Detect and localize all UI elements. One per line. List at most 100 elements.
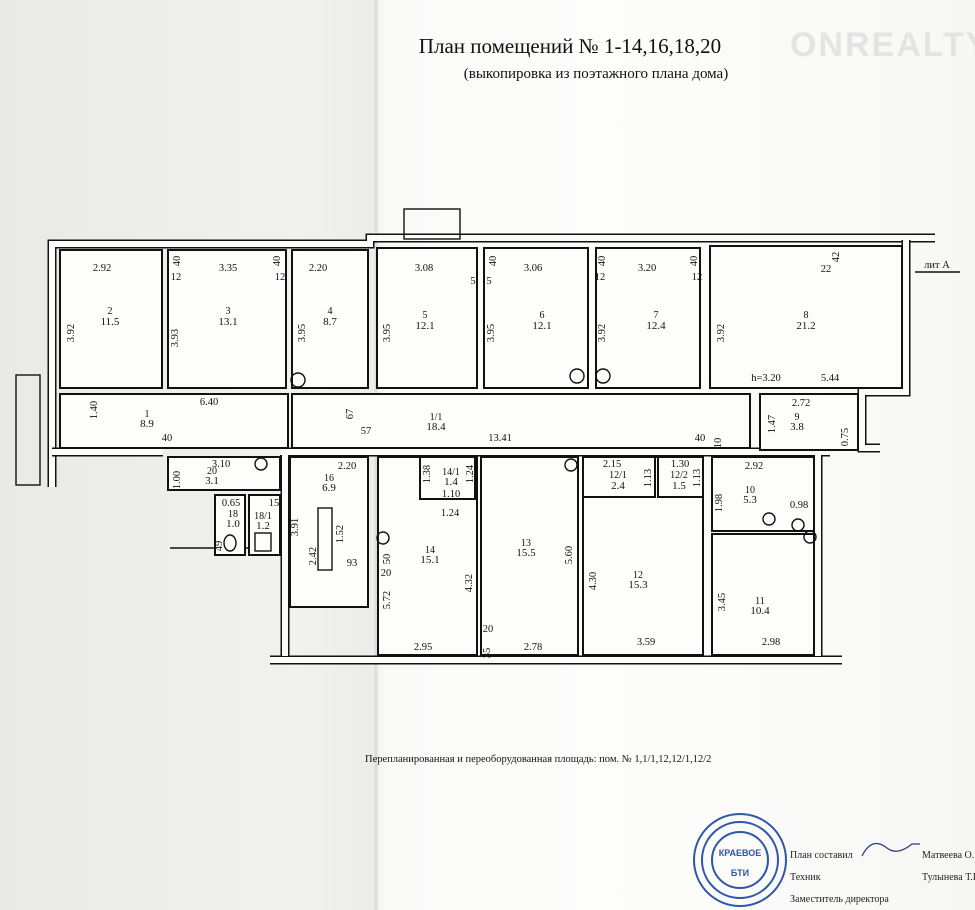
dimension: 40 bbox=[689, 256, 700, 267]
room-number: 7 bbox=[654, 310, 659, 321]
dimension: 10 bbox=[713, 438, 724, 449]
dimension: 3.45 bbox=[717, 593, 728, 611]
dimension: 13.41 bbox=[488, 433, 512, 444]
dimension: 40 bbox=[597, 256, 608, 267]
dimension: 49 bbox=[214, 541, 225, 552]
dimension: 12 bbox=[692, 272, 703, 283]
dimension: 6.40 bbox=[200, 397, 218, 408]
sink-icon bbox=[803, 530, 817, 544]
room-area: 2.4 bbox=[611, 480, 625, 492]
room-14-1[interactable] bbox=[419, 456, 476, 500]
dimension: 5.72 bbox=[382, 591, 393, 609]
room-number: 1 bbox=[145, 409, 150, 420]
dimension: 1.30 bbox=[671, 459, 689, 470]
sink-icon bbox=[791, 518, 805, 532]
room-number: 13 bbox=[521, 538, 531, 549]
room-5[interactable] bbox=[376, 247, 478, 389]
watermark-logo: ONREALTY bbox=[790, 26, 975, 64]
room-area: 10.4 bbox=[750, 605, 770, 617]
riser-icon bbox=[569, 368, 585, 384]
room-number: 12 bbox=[633, 570, 643, 581]
room-3[interactable] bbox=[167, 249, 287, 389]
room-area: 12.1 bbox=[532, 320, 551, 332]
dimension: 3.92 bbox=[716, 324, 727, 342]
dimension: 3.35 bbox=[219, 263, 237, 274]
room-number: 14/1 bbox=[442, 467, 460, 478]
dimension: 4.30 bbox=[588, 572, 599, 590]
dimension: 1.52 bbox=[335, 525, 346, 543]
room-number: 12/1 bbox=[609, 470, 627, 481]
dimension: 67 bbox=[345, 409, 356, 420]
room-12-1[interactable] bbox=[582, 456, 656, 498]
room-number: 1/1 bbox=[430, 412, 443, 423]
room-area: 5.3 bbox=[743, 494, 757, 506]
riser-icon bbox=[595, 368, 611, 384]
room-13[interactable] bbox=[480, 456, 579, 656]
dimension: 2.15 bbox=[603, 459, 621, 470]
plan-subtitle: (выкопировка из поэтажного плана дома) bbox=[464, 66, 728, 82]
room-area: 1.5 bbox=[672, 480, 686, 492]
dimension: 3.06 bbox=[524, 263, 542, 274]
room-1[interactable] bbox=[59, 393, 289, 449]
dimension: 3.92 bbox=[597, 324, 608, 342]
room-12-2[interactable] bbox=[657, 456, 704, 498]
room-9[interactable] bbox=[759, 393, 859, 451]
dimension: 12 bbox=[171, 272, 182, 283]
room-18[interactable] bbox=[214, 494, 246, 556]
room-number: 10 bbox=[745, 485, 755, 496]
plan-title: План помещений № 1-14,16,18,20 bbox=[419, 34, 721, 58]
dimension: 40 bbox=[488, 256, 499, 267]
riser-icon bbox=[564, 458, 578, 472]
dimension: 3.59 bbox=[637, 637, 655, 648]
dimension: 1.40 bbox=[89, 401, 100, 419]
sanitary-fixtures bbox=[223, 368, 817, 552]
dimension: 2.72 bbox=[792, 398, 810, 409]
room-1-1[interactable] bbox=[291, 393, 751, 449]
room-area: 21.2 bbox=[796, 320, 815, 332]
room-11[interactable] bbox=[711, 533, 815, 656]
technician-label: Техник bbox=[790, 872, 821, 883]
room-6[interactable] bbox=[483, 247, 589, 389]
rooms bbox=[59, 245, 903, 656]
riser-icon bbox=[376, 531, 390, 545]
signer-name: Матвеева О. bbox=[922, 850, 974, 861]
dimension: 5.60 bbox=[564, 546, 575, 564]
dimension: 3.08 bbox=[415, 263, 433, 274]
sink-icon bbox=[254, 457, 268, 471]
dimension: 57 bbox=[361, 426, 372, 437]
dimension: 4.32 bbox=[464, 574, 475, 592]
building-letter-label: лит А bbox=[924, 260, 950, 271]
dimension: 3.92 bbox=[66, 324, 77, 342]
room-16[interactable] bbox=[289, 456, 369, 608]
dimension: 3.10 bbox=[212, 459, 230, 470]
room-4[interactable] bbox=[291, 249, 369, 389]
dimension: h=3.20 bbox=[751, 373, 781, 384]
svg-text:КРАЕВОЕ: КРАЕВОЕ bbox=[719, 848, 762, 858]
dimension: 1.24 bbox=[441, 508, 460, 519]
toilet-icon bbox=[223, 534, 237, 552]
dimension: 2.78 bbox=[524, 642, 542, 653]
room-18-1[interactable] bbox=[248, 494, 281, 556]
room-area: 13.1 bbox=[218, 316, 237, 328]
room-number: 16 bbox=[324, 473, 334, 484]
dimension: 40 bbox=[272, 256, 283, 267]
room-area: 1.2 bbox=[256, 520, 270, 532]
room-7[interactable] bbox=[595, 247, 701, 389]
room-area: 8.7 bbox=[323, 316, 337, 328]
dimension: 20 bbox=[483, 624, 494, 635]
room-8[interactable] bbox=[709, 245, 903, 389]
signer-name: Тулынева Т.Н. bbox=[922, 872, 975, 883]
room-number: 3 bbox=[226, 306, 231, 317]
dimension: 0.98 bbox=[790, 500, 808, 511]
room-20[interactable] bbox=[167, 456, 281, 491]
room-area: 15.1 bbox=[420, 554, 439, 566]
room-2[interactable] bbox=[59, 249, 163, 389]
room-number: 6 bbox=[540, 310, 545, 321]
dimension: 3.95 bbox=[382, 324, 393, 342]
dimension: 2.92 bbox=[93, 263, 111, 274]
room-area: 12.1 bbox=[415, 320, 434, 332]
room-number: 8 bbox=[804, 310, 809, 321]
dimension: 3.95 bbox=[486, 324, 497, 342]
svg-text:БТИ: БТИ bbox=[731, 868, 749, 878]
dimension-labels: 2.92 3.35 2.20 3.08 3.06 3.20 3.92 3.93 … bbox=[66, 252, 950, 659]
